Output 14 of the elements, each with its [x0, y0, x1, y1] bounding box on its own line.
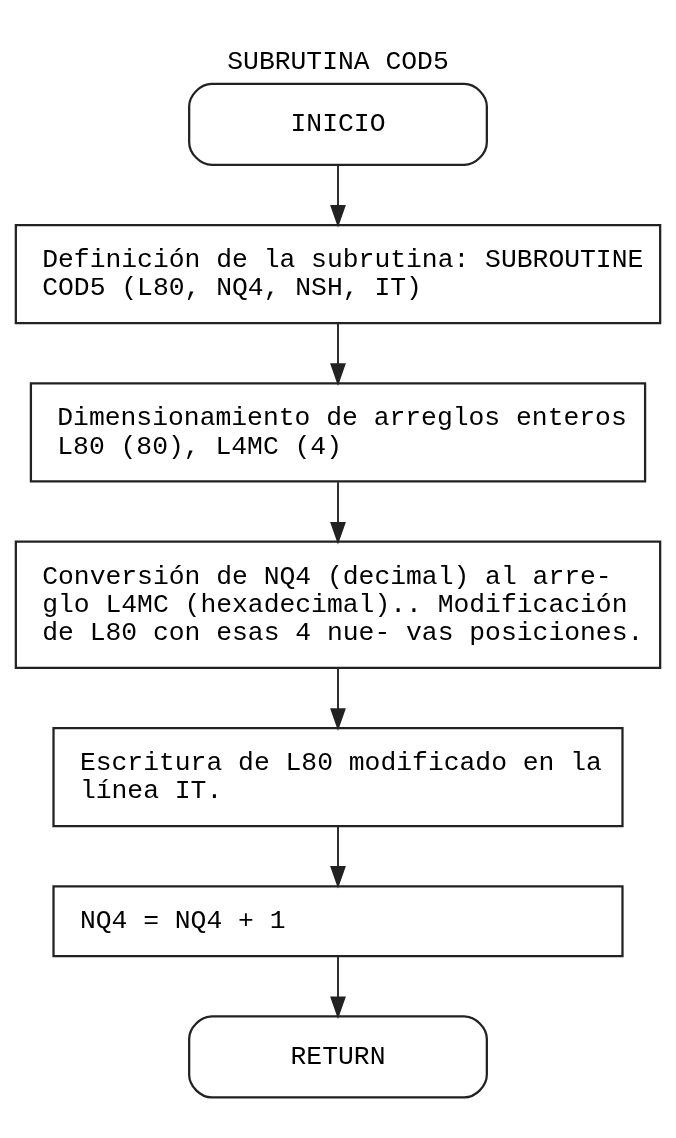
node-box: RETURN — [188, 1015, 488, 1099]
arrow — [330, 825, 346, 889]
node-box: NQ4 = NQ4 + 1 — [52, 885, 624, 958]
node-box: Definición de la subrutina: SUBROUTINE COD5 (L80, NQ4, NSH, IT) — [14, 224, 662, 325]
arrow — [330, 955, 346, 1020]
arrow — [330, 481, 346, 545]
node-box: INICIO — [188, 82, 488, 166]
node-box: Dimensionamiento de arreglos enteros L80 (80), L4MC (4) — [29, 382, 647, 483]
arrow — [330, 322, 346, 386]
node-box: Escritura de L80 modificado en la línea IT. — [52, 727, 624, 828]
diagram-title: SUBRUTINA COD5 — [227, 47, 449, 78]
arrow — [330, 667, 346, 731]
node-box: Conversión de NQ4 (decimal) al arre- glo L4MC (hexadecimal).. Modificación de L80 con esas 4 nue- vas posiciones. — [14, 540, 662, 670]
arrow — [330, 164, 346, 228]
